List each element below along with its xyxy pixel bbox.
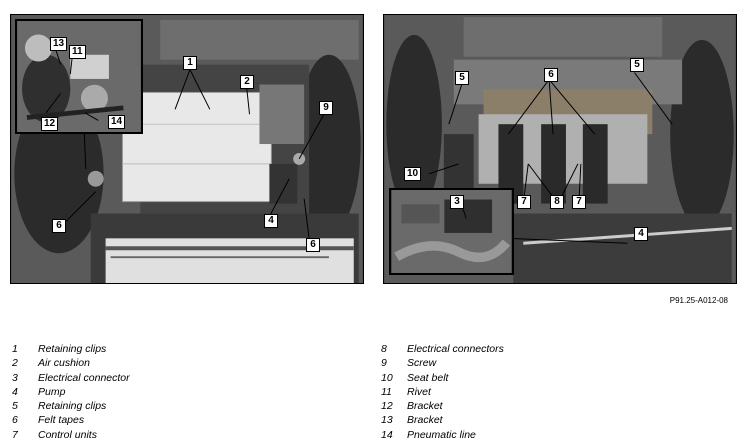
callout-1: 1 — [183, 56, 197, 70]
legend-number: 6 — [12, 414, 18, 427]
legend-item: 3 Electrical connector — [12, 372, 130, 386]
callout-9: 9 — [319, 101, 333, 115]
legend-label: Pump — [38, 385, 66, 398]
legend-item: 13 Bracket — [381, 414, 504, 428]
legend-number: 11 — [381, 385, 392, 398]
left-inset-drawing — [17, 21, 141, 132]
legend-number: 10 — [381, 371, 393, 384]
legend-number: 9 — [381, 357, 387, 370]
legend-item: 11 Rivet — [381, 386, 504, 400]
callout-6: 6 — [544, 68, 558, 82]
legend-item: 4 Pump — [12, 386, 130, 400]
callout-6-left: 6 — [52, 219, 66, 233]
legend-item: 6 Felt tapes — [12, 414, 130, 428]
legend-number: 7 — [12, 428, 18, 441]
legend-label: Control units — [38, 428, 97, 441]
legend-label: Pneumatic line — [407, 428, 476, 441]
figure-id: P91.25-A012-08 — [669, 296, 728, 305]
left-photo: 1 2 9 4 6 6 13 11 12 14 — [10, 14, 364, 284]
legend-item: 2 Air cushion — [12, 357, 130, 371]
legend-label: Retaining clips — [38, 400, 107, 413]
right-photo: 6 5 5 10 3 7 8 7 4 — [383, 14, 737, 284]
legend-item: 1 Retaining clips — [12, 343, 130, 357]
callout-10: 10 — [404, 167, 422, 181]
legend-label: Bracket — [407, 414, 443, 427]
legend-label: Felt tapes — [38, 414, 85, 427]
legend-item: 9 Screw — [381, 357, 504, 371]
legend-item: 12 Bracket — [381, 400, 504, 414]
legend-item: 14 Pneumatic line — [381, 429, 504, 443]
legend-number: 14 — [381, 428, 393, 441]
legend-label: Electrical connectors — [407, 343, 504, 355]
legend-label: Rivet — [407, 385, 431, 398]
legend-label: Air cushion — [38, 357, 90, 370]
callout-5-left: 5 — [455, 71, 469, 85]
legend-item: 8 Electrical connectors — [381, 343, 504, 357]
callout-4: 4 — [634, 227, 648, 241]
legend-item: 10 Seat belt — [381, 372, 504, 386]
callout-6-right: 6 — [306, 238, 320, 252]
legend-item: 7 Control units — [12, 429, 130, 443]
legend-label: Screw — [407, 357, 437, 370]
legend-right-column: 8 Electrical connectors 9 Screw 10 Seat bel… — [381, 343, 504, 443]
callout-11: 11 — [69, 45, 86, 59]
legend-number: 5 — [12, 400, 18, 413]
callout-2: 2 — [240, 75, 254, 89]
legend-number: 1 — [12, 343, 18, 355]
callout-3: 3 — [450, 195, 464, 209]
legend-number: 4 — [12, 385, 18, 398]
legend-item: 5 Retaining clips — [12, 400, 130, 414]
legend-number: 13 — [381, 414, 393, 427]
legend-label: Seat belt — [407, 371, 449, 384]
legend-number: 12 — [381, 400, 393, 413]
callout-7-left: 7 — [517, 195, 531, 209]
left-inset-closeup — [15, 19, 143, 134]
callout-5-right: 5 — [630, 58, 644, 72]
legend-label: Retaining clips — [38, 343, 107, 355]
legend-number: 2 — [12, 357, 18, 370]
legend-label: Bracket — [407, 400, 443, 413]
callout-4: 4 — [264, 214, 278, 228]
legend-number: 3 — [12, 371, 18, 384]
callout-14: 14 — [108, 115, 126, 129]
legend-number: 8 — [381, 343, 387, 355]
callout-8: 8 — [550, 195, 564, 209]
callout-7-right: 7 — [572, 195, 586, 209]
legend-label: Electrical connector — [38, 371, 130, 384]
callout-12: 12 — [41, 117, 59, 131]
callout-13: 13 — [50, 37, 68, 51]
